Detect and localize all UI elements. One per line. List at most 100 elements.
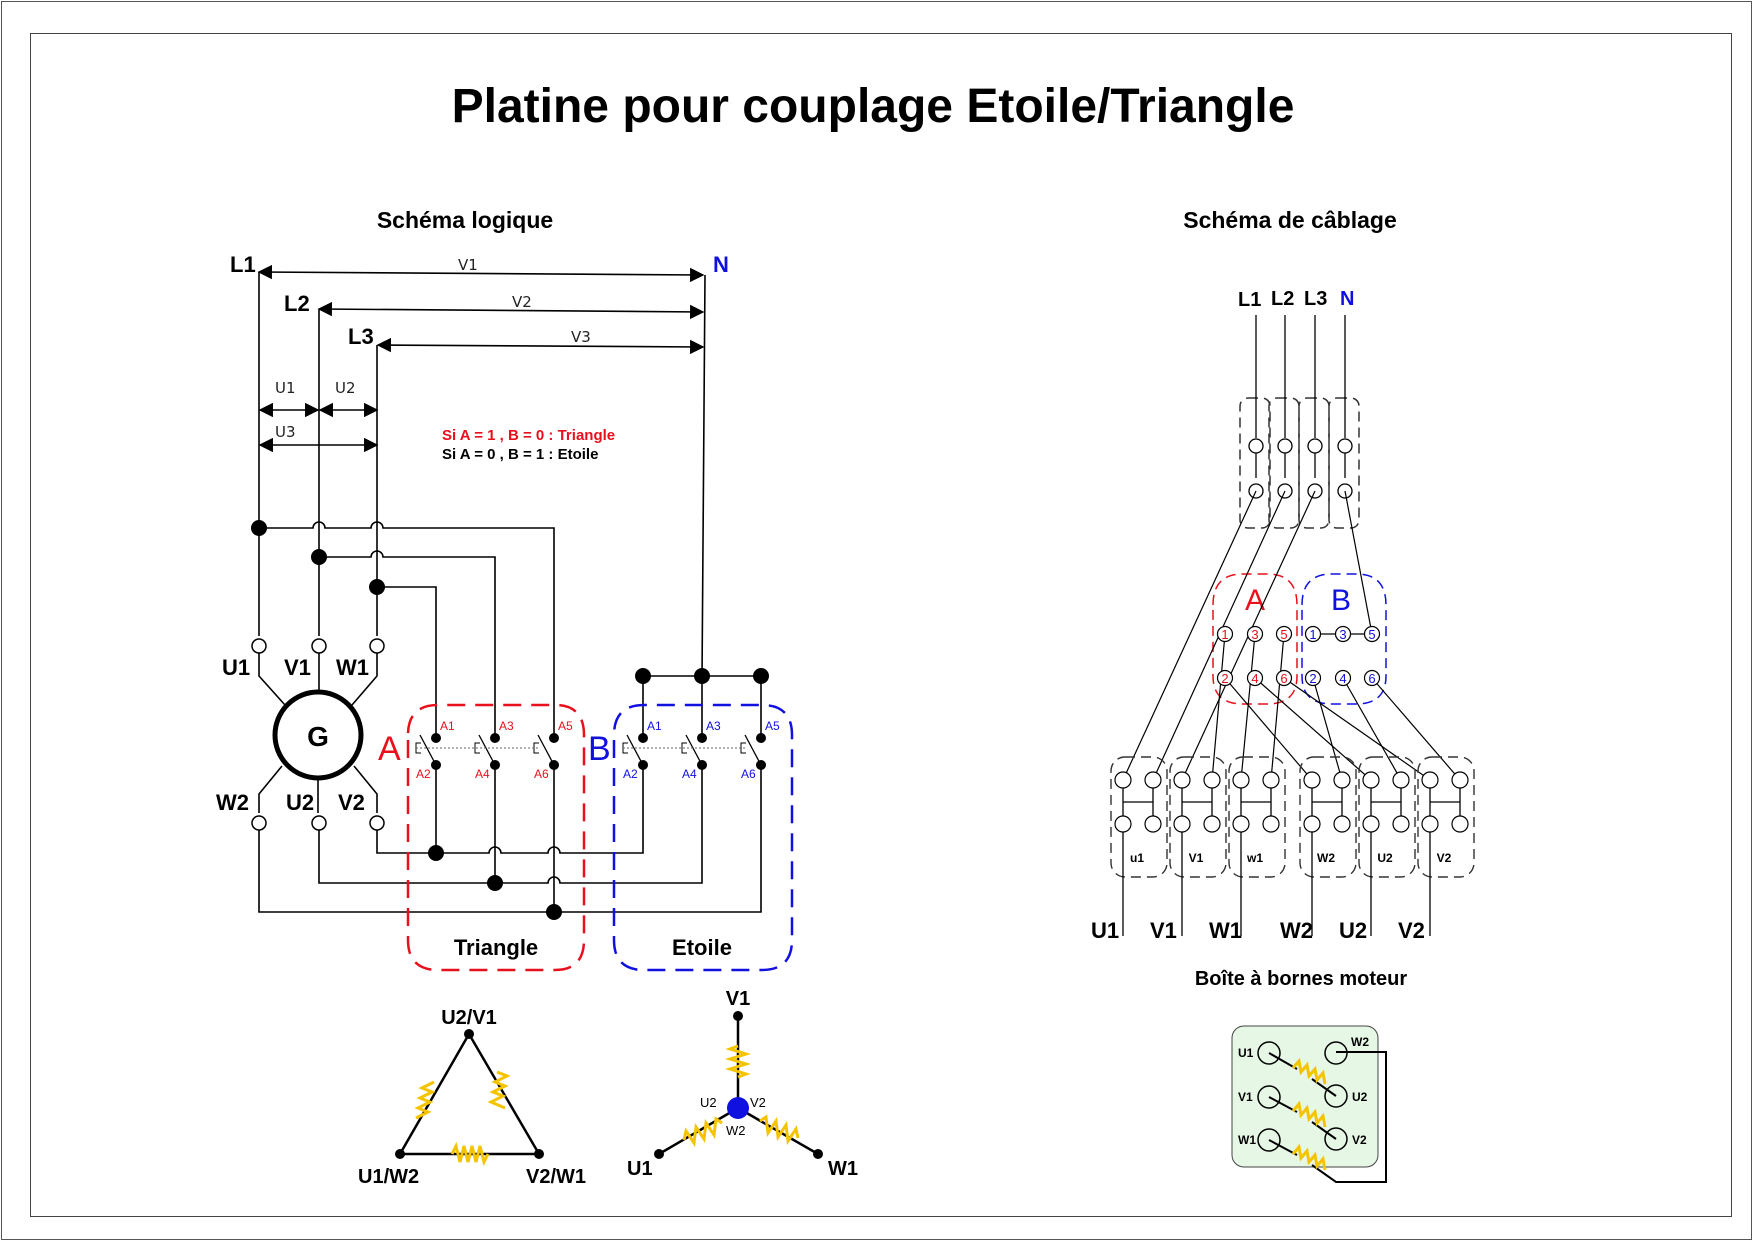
- terminal-screw: [1392, 815, 1410, 833]
- terminal-block-label: W2: [1317, 851, 1335, 865]
- contactor-terminal: [1304, 625, 1322, 643]
- star-center-node: [727, 1097, 749, 1119]
- line-label-L2: L2: [284, 291, 310, 316]
- contactor-terminal: [1246, 669, 1264, 687]
- contactor-A-outline: [406, 703, 586, 972]
- interconnect-wire: [1224, 677, 1313, 781]
- contactor-terminal: [1334, 625, 1352, 643]
- contactor-terminal-number: 3: [1339, 627, 1346, 642]
- contactor-terminal: [1363, 669, 1381, 687]
- terminal-block-label: u1: [1130, 851, 1144, 865]
- terminal-block-outline: [1417, 756, 1475, 878]
- star-center-v2: V2: [750, 1095, 766, 1110]
- terminal-screw: [1144, 815, 1162, 833]
- generator-label: G: [307, 721, 329, 752]
- contact-input-label: A3: [499, 719, 514, 733]
- supply-N: N: [1340, 288, 1354, 310]
- contactor-terminal-number: 1: [1221, 627, 1228, 642]
- star-resistor-top: [724, 1044, 752, 1079]
- terminal-screw: [1232, 815, 1250, 833]
- terminal-screw: [1232, 771, 1250, 789]
- motor-W2: W2: [1351, 1035, 1369, 1049]
- wiring-schema: Schéma de câblage L1 L2 L3 N A B 1234561…: [1091, 207, 1475, 1183]
- winding-W: [1291, 1143, 1327, 1171]
- contactor-terminal-number: 4: [1251, 671, 1258, 686]
- contactor-B: B Etoile: [588, 703, 794, 972]
- contact-blade: [419, 734, 437, 766]
- junction: [311, 549, 327, 565]
- wire-W2-bus: [258, 765, 762, 913]
- delta-left-label: U1/W2: [358, 1166, 419, 1188]
- star-right-label: W1: [828, 1158, 858, 1180]
- motor-U2: U2: [1352, 1090, 1368, 1104]
- neutral-label: N: [713, 252, 729, 277]
- contact-output-label: A4: [682, 767, 697, 781]
- contact-input-label: A5: [558, 719, 573, 733]
- condition-triangle: Si A = 1 , B = 0 : Triangle: [442, 427, 615, 444]
- wire-V2-bus: [376, 765, 644, 854]
- motor-W1: W1: [1238, 1133, 1256, 1147]
- interconnect-wire: [1312, 677, 1343, 781]
- interconnect-wire: [1283, 677, 1431, 781]
- star-left-label: U1: [627, 1158, 653, 1180]
- contact-blade: [626, 734, 644, 766]
- line-label-L1: L1: [230, 252, 256, 277]
- v3-label: V3: [571, 328, 591, 346]
- output-label: V1: [1150, 918, 1177, 943]
- contactor-terminal: [1275, 625, 1293, 643]
- terminal-block-label: U2: [1377, 851, 1393, 865]
- label-U2: U2: [286, 790, 314, 815]
- terminal-screw: [1262, 771, 1280, 789]
- contact-input-dot: [549, 733, 559, 743]
- delta-resistor-bottom: [450, 1141, 490, 1167]
- u3-label: U3: [275, 423, 296, 441]
- contact-input-label: A3: [706, 719, 721, 733]
- contact-input-dot: [697, 733, 707, 743]
- delta-resistor-right: [487, 1070, 511, 1110]
- terminal-screw: [1144, 771, 1162, 789]
- interconnect-wire: [1342, 677, 1402, 781]
- wire-L2-to-A3: [319, 550, 496, 738]
- v2-arrow: [317, 301, 705, 320]
- contact-input-label: A1: [440, 719, 455, 733]
- supply-L2: L2: [1271, 288, 1294, 310]
- terminal-block-label: V2: [1437, 851, 1452, 865]
- label-V2: V2: [338, 790, 365, 815]
- condition-star: Si A = 0 , B = 1 : Etoile: [442, 446, 598, 463]
- contact-blade: [744, 734, 762, 766]
- terminal-screw: [1173, 771, 1191, 789]
- terminal-screw: [1362, 815, 1380, 833]
- terminal-screw: [1362, 771, 1380, 789]
- delta-right-label: V2/W1: [526, 1166, 586, 1188]
- terminal-block-label: V1: [1189, 851, 1204, 865]
- contactor-terminal-number: 1: [1309, 627, 1316, 642]
- v1-arrow: [257, 264, 705, 283]
- star-resistor-right: [759, 1114, 800, 1146]
- interconnect-wire: [1211, 633, 1226, 781]
- contactor-terminal: [1246, 625, 1264, 643]
- terminal-V1: [311, 638, 327, 654]
- terminal-block-outline: [1358, 756, 1416, 878]
- wire-L1-to-A5: [259, 521, 555, 738]
- terminal-screw: [1303, 815, 1321, 833]
- contactor-B-outline: [612, 703, 794, 972]
- contactor-terminal-number: 4: [1339, 671, 1346, 686]
- motor-V2: V2: [1352, 1133, 1367, 1147]
- contact-output-label: A2: [416, 767, 431, 781]
- terminal-screw: [1203, 771, 1221, 789]
- contactor-A: A Triangle: [378, 703, 586, 972]
- fuse-holder: [1268, 397, 1300, 529]
- contactor-B-label: Etoile: [672, 935, 732, 960]
- fuse-block: [1239, 315, 1360, 529]
- terminal-block-label: w1: [1246, 851, 1263, 865]
- fuse-terminal-top: [1307, 438, 1323, 454]
- fuse-terminal-top: [1277, 438, 1293, 454]
- logic-schema: Schéma logique L1 L2 L3 N V1 V2 V3 U1 U2…: [216, 207, 858, 1188]
- fuse-holder: [1298, 397, 1330, 529]
- terminal-block-outline: [1169, 756, 1227, 878]
- contact-actuator: [681, 742, 687, 754]
- delta-resistor-left: [414, 1080, 436, 1120]
- interconnect-wire: [1122, 490, 1257, 781]
- terminal-screw: [1451, 815, 1469, 833]
- contact-output-label: A6: [534, 767, 549, 781]
